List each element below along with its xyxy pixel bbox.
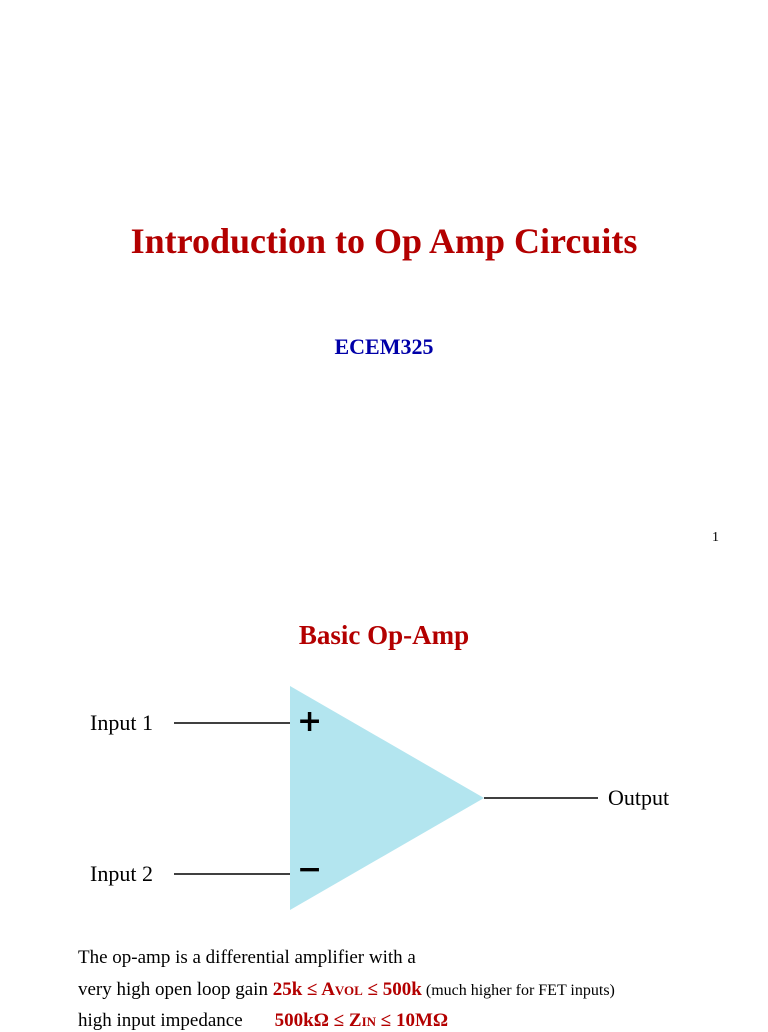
impedance-prefix: high input impedance xyxy=(78,1010,243,1031)
description-line-2: very high open loop gain 25k ≤ AVOL ≤ 50… xyxy=(78,979,615,1001)
minus-sign: − xyxy=(297,852,323,887)
zin-le-1: ≤ xyxy=(328,1010,349,1031)
description-line-3: high input impedance 500kΩ ≤ ZIN ≤ 10MΩ xyxy=(78,1010,448,1032)
plus-sign: + xyxy=(297,704,323,739)
zin-z: Z xyxy=(348,1010,362,1031)
op-amp-triangle xyxy=(290,686,484,910)
le-sign-1: ≤ xyxy=(302,979,322,1000)
section-title: Basic Op-Amp xyxy=(298,620,470,650)
gain-high: 500k xyxy=(382,979,422,1000)
zin-sub: IN xyxy=(361,1014,377,1029)
page-number: 1 xyxy=(712,530,719,545)
course-code: ECEM325 xyxy=(334,334,434,359)
avol-sub: VOL xyxy=(334,983,363,998)
zin-le-2: ≤ xyxy=(376,1010,396,1031)
zin-low: 500kΩ xyxy=(274,1010,329,1031)
gain-note: (much higher for FET inputs) xyxy=(421,982,615,999)
input2-label: Input 2 xyxy=(90,861,153,886)
gain-prefix: very high open loop gain xyxy=(78,979,273,1000)
output-label: Output xyxy=(608,785,670,810)
avol-a: A xyxy=(321,979,335,1000)
input1-label: Input 1 xyxy=(90,710,153,735)
gain-low: 25k xyxy=(272,979,303,1000)
le-sign-2: ≤ xyxy=(362,979,383,1000)
slide-title: Introduction to Op Amp Circuits xyxy=(130,221,638,261)
description-line-1: The op-amp is a differential amplifier w… xyxy=(78,947,416,968)
zin-high: 10MΩ xyxy=(395,1010,449,1031)
